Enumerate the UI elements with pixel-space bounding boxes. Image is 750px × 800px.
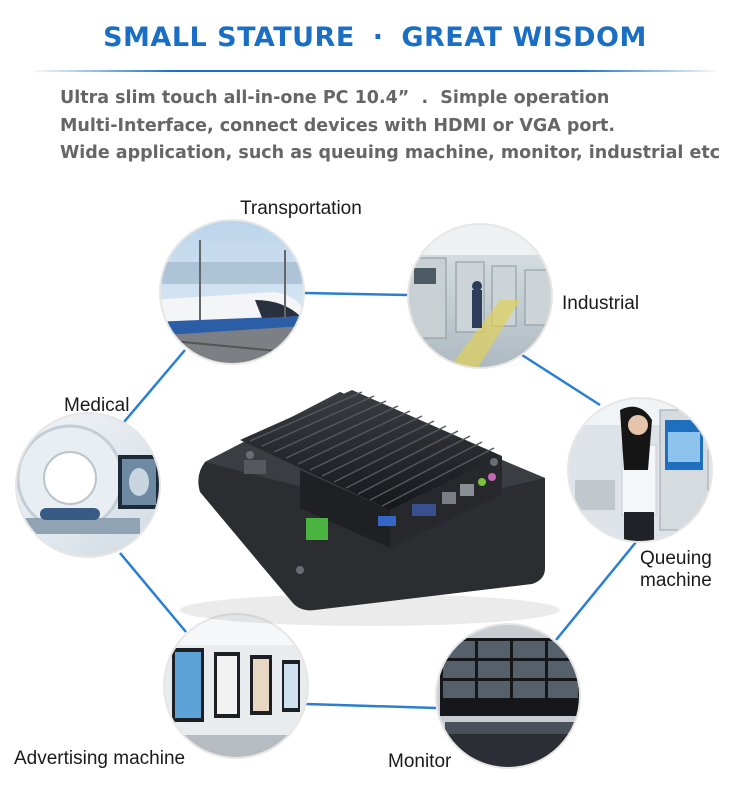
description-line-2: Multi-Interface, connect devices with HD… xyxy=(60,116,616,136)
label-queuing-line-2: machine xyxy=(640,570,712,591)
label-medical: Medical xyxy=(64,395,130,416)
description-line-1: Ultra slim touch all-in-one PC 10.4” . S… xyxy=(60,88,610,108)
title-right: GREAT WISDOM xyxy=(401,22,647,53)
monitor-image xyxy=(436,624,580,768)
label-queuing-machine: Queuing machine xyxy=(640,548,712,592)
title-underline xyxy=(35,70,715,72)
label-queuing-line-1: Queuing xyxy=(640,548,712,569)
advertising-machine-image xyxy=(164,614,308,758)
fanless-panel-pc xyxy=(180,390,560,626)
title-separator: · xyxy=(372,22,384,53)
label-industrial: Industrial xyxy=(562,293,640,314)
queuing-machine-image xyxy=(568,398,712,542)
label-transportation: Transportation xyxy=(240,198,362,219)
label-monitor: Monitor xyxy=(388,751,452,772)
industrial-image xyxy=(408,224,552,368)
description-line-3: Wide application, such as queuing machin… xyxy=(60,143,721,163)
connector-lines xyxy=(119,291,637,710)
page-title: SMALL STATURE · GREAT WISDOM xyxy=(0,22,750,53)
title-left: SMALL STATURE xyxy=(103,22,355,53)
label-advertising-machine: Advertising machine xyxy=(14,748,186,769)
medical-image xyxy=(16,413,160,557)
